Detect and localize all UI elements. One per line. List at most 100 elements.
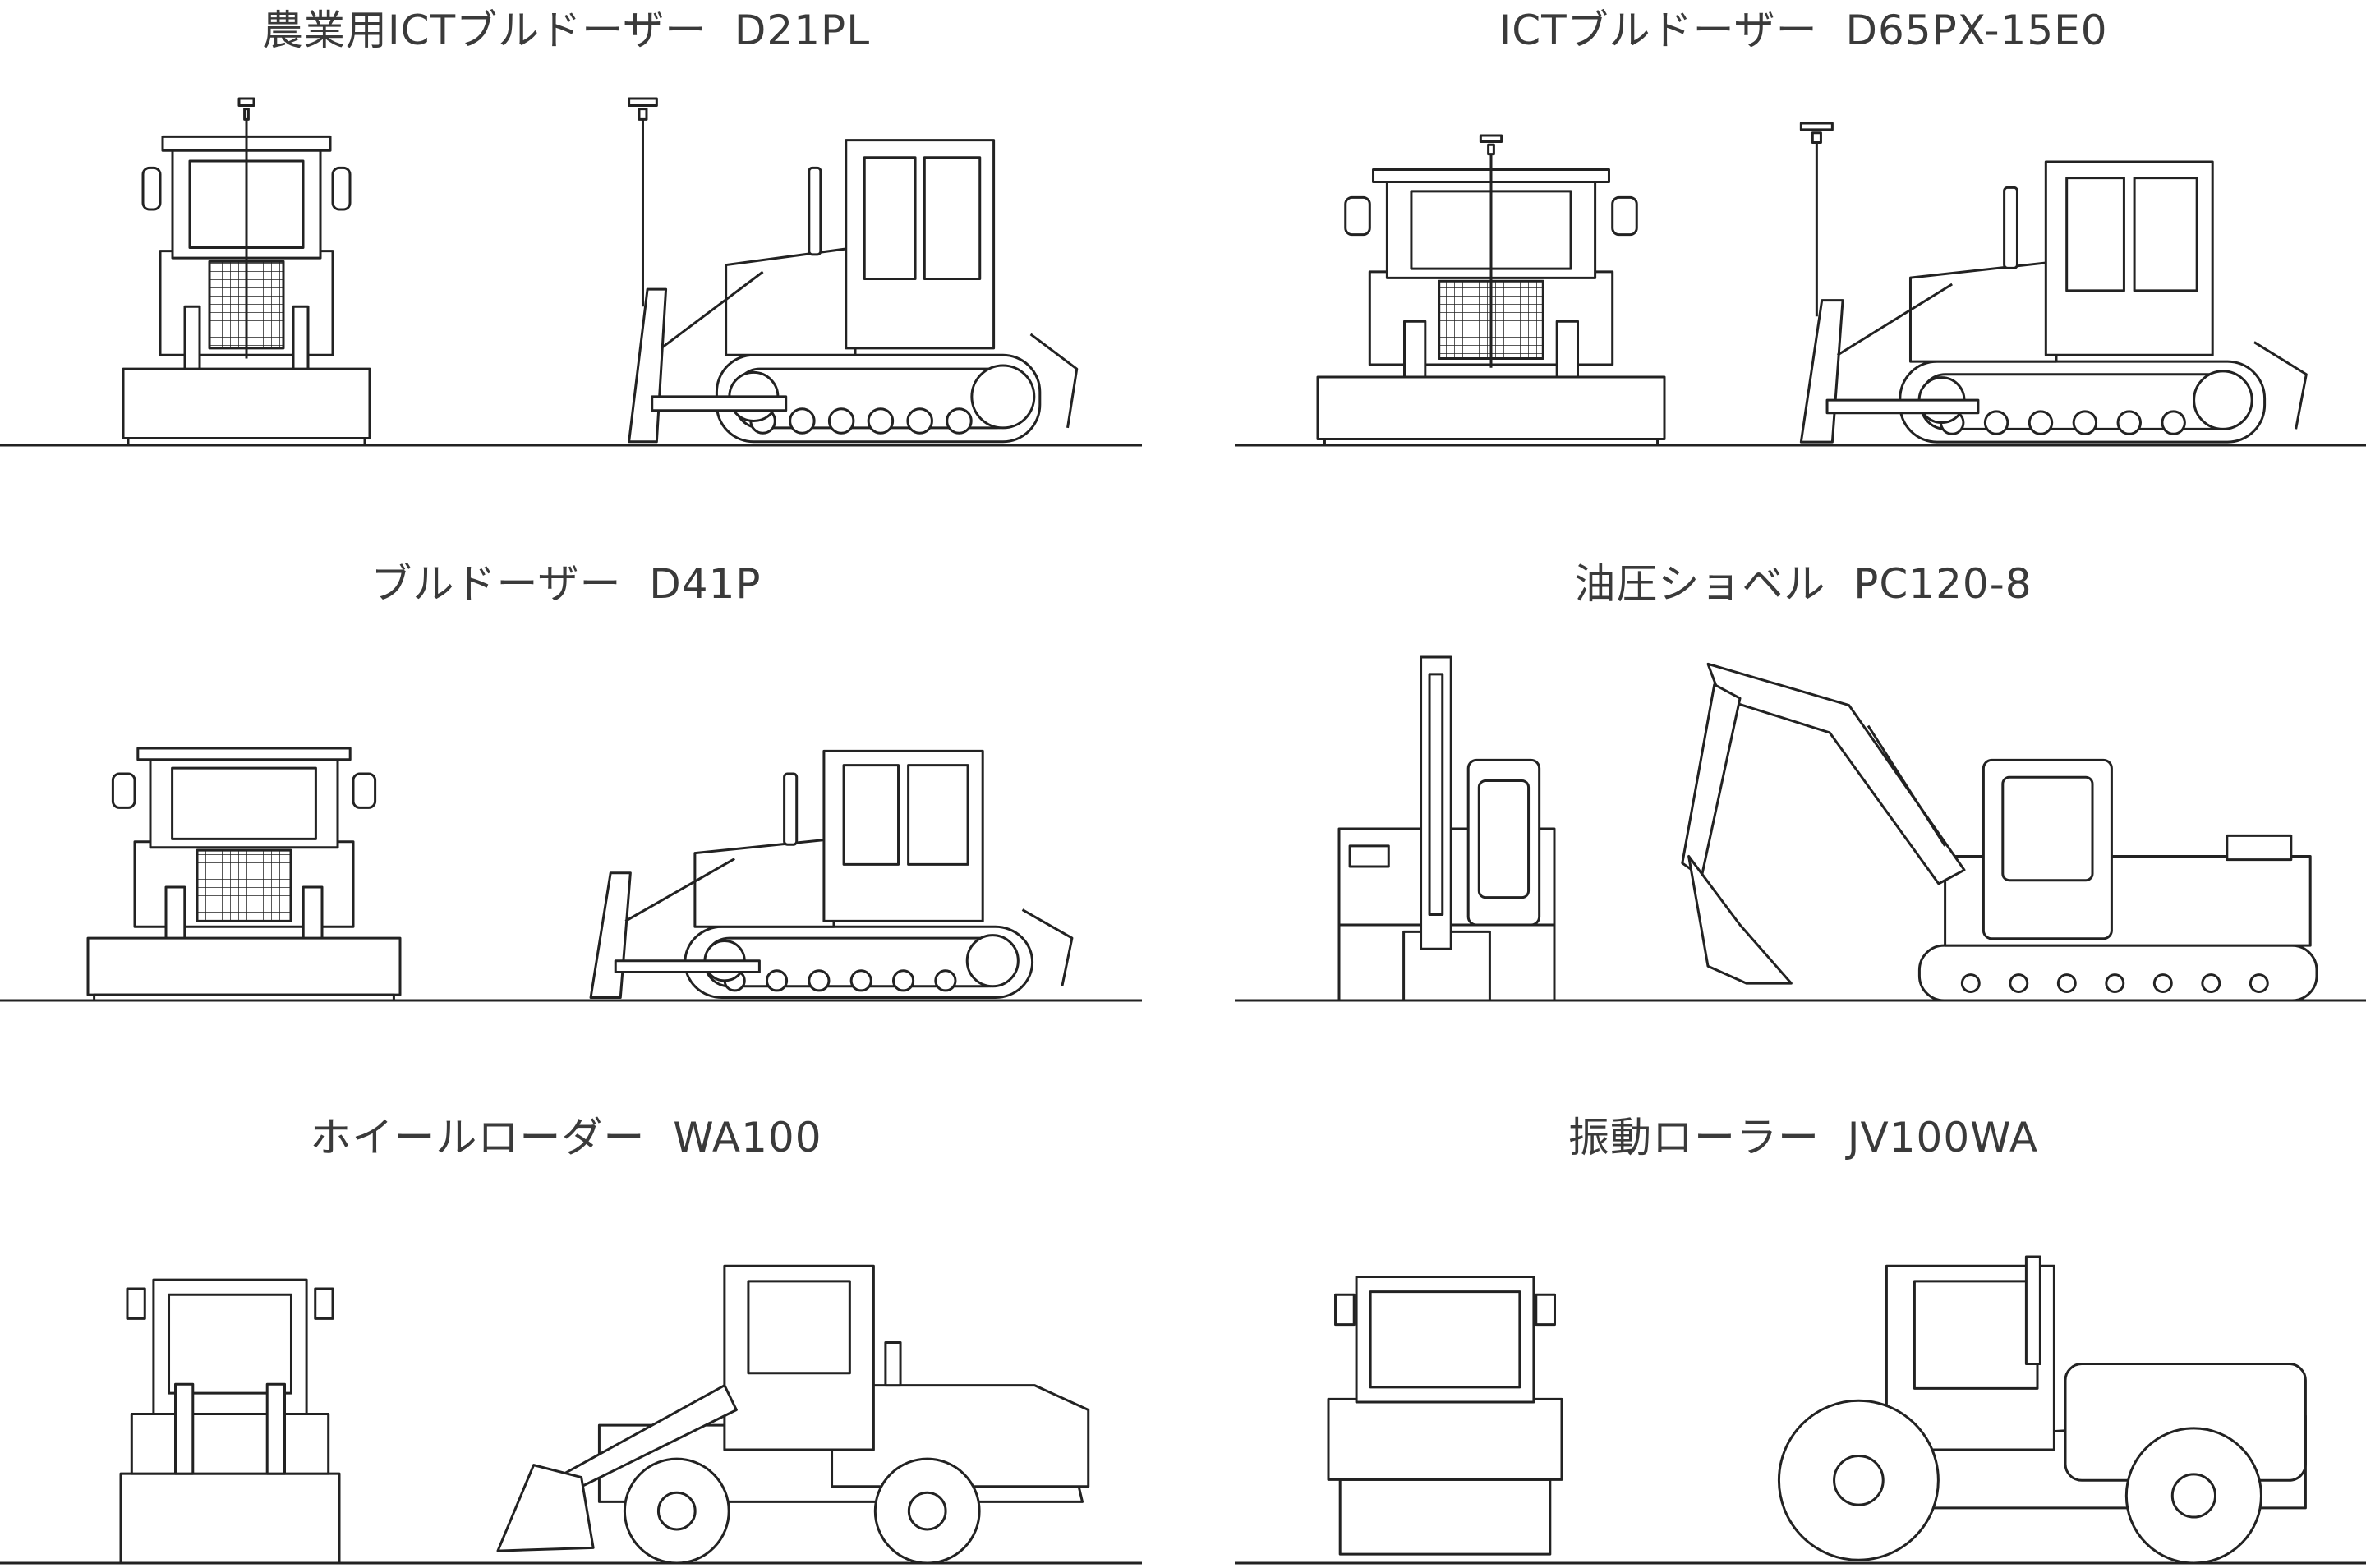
engine-cover	[2226, 834, 2293, 862]
radiator-grille	[196, 848, 292, 922]
cover-panel	[1348, 844, 1390, 868]
track-roller	[867, 407, 895, 435]
track-roller	[1960, 973, 1981, 994]
mirror-left	[1344, 195, 1371, 237]
d65px-side-view	[1799, 122, 2308, 444]
bucket	[496, 1464, 595, 1552]
track-roller	[808, 969, 831, 992]
track-roller	[2201, 973, 2221, 994]
sprocket	[970, 364, 1036, 430]
antenna-mount	[1487, 143, 1495, 156]
exhaust-stack	[2024, 1255, 2041, 1366]
mirror-right	[314, 1287, 334, 1320]
antenna-mount	[638, 108, 648, 121]
cab-window-side	[923, 156, 982, 280]
lift-arm-left	[174, 1382, 195, 1475]
bucket	[1687, 854, 1793, 985]
track-roller	[2249, 973, 2269, 994]
title-d21pl: 農業用ICTブルドーザー D21PL	[261, 7, 871, 54]
cab-window	[1477, 779, 1531, 899]
mirror-right	[1535, 1293, 1556, 1327]
gnss-antenna-icon	[628, 97, 658, 107]
d65px-front-view	[1316, 134, 1666, 447]
pc120-front-view	[1337, 655, 1556, 1002]
antenna-mount	[1811, 131, 1822, 145]
jv100wa-side-view	[1777, 1255, 2307, 1565]
push-arm	[1825, 398, 1980, 415]
engine-hood	[1908, 260, 2058, 363]
mirror-left	[1334, 1293, 1356, 1327]
cab-window-front	[863, 156, 917, 280]
title-wa100: ホイールローダー WA100	[310, 1114, 822, 1161]
cab-window-side	[907, 764, 969, 866]
front-frame	[130, 1413, 330, 1475]
track-roller	[934, 969, 957, 992]
track-roller	[2056, 973, 2077, 994]
lift-arm-right	[265, 1382, 287, 1475]
bucket	[119, 1472, 341, 1565]
exhaust-stack	[2003, 186, 2018, 269]
exhaust-stack	[783, 772, 799, 846]
frame	[1327, 1397, 1563, 1481]
title-jv100wa: 振動ローラー JV100WA	[1567, 1114, 2039, 1161]
gnss-antenna-icon	[237, 97, 255, 107]
arm	[1681, 683, 1742, 879]
antenna-mount	[243, 108, 250, 121]
track-roller	[2161, 410, 2186, 435]
pc120-side-view	[1681, 662, 2318, 1002]
cab-roof	[136, 747, 352, 761]
track-roller	[1983, 410, 2009, 435]
mirror-left	[111, 772, 136, 809]
engine-hood	[831, 1384, 1090, 1488]
blade	[86, 936, 402, 996]
jv100wa-front-view	[1327, 1276, 1563, 1556]
mirror-right	[331, 166, 352, 211]
cab-window	[171, 766, 317, 840]
blade	[122, 367, 371, 440]
gnss-antenna-icon	[1799, 122, 1834, 131]
blade	[1799, 299, 1844, 444]
track-roller	[2116, 410, 2142, 435]
d41p-side-view	[589, 749, 1074, 1000]
d21pl-side-view	[628, 97, 1079, 444]
ripper	[1021, 908, 1074, 987]
boom-cylinder	[1428, 673, 1444, 917]
track-roller	[891, 969, 915, 992]
wheel-hub	[656, 1491, 697, 1531]
sprocket	[2193, 370, 2253, 430]
blade-lift-cylinder	[661, 270, 764, 350]
blade-lift-cylinder	[1836, 283, 1953, 356]
track-roller	[765, 969, 789, 992]
track-roller	[2009, 973, 2029, 994]
blade	[589, 871, 632, 1000]
title-pc120: 油圧ショベル PC120-8	[1574, 560, 2032, 608]
push-arm	[651, 395, 788, 412]
track-roller	[946, 407, 973, 435]
wheel-hub	[907, 1491, 947, 1531]
mirror-left	[141, 166, 162, 211]
track-roller	[827, 407, 855, 435]
track-roller	[789, 407, 816, 435]
drum-hub	[1833, 1454, 1885, 1506]
cab-window	[747, 1280, 851, 1375]
track-roller	[2072, 410, 2098, 435]
blade	[1316, 375, 1666, 440]
track-roller	[2105, 973, 2125, 994]
cab-window	[1913, 1280, 2039, 1390]
wheel-hub	[2170, 1473, 2217, 1519]
exhaust-stack	[884, 1340, 902, 1387]
ripper	[2253, 341, 2308, 430]
engine-hood	[693, 837, 835, 928]
mirror-right	[1611, 195, 1638, 237]
drum	[1338, 1478, 1552, 1556]
track-roller	[906, 407, 933, 435]
mirror-right	[352, 772, 377, 809]
cab-window-front	[2065, 177, 2125, 292]
ripper	[1029, 333, 1079, 429]
wa100-side-view	[496, 1264, 1090, 1565]
track-roller	[2028, 410, 2054, 435]
boom	[1706, 662, 1966, 885]
cab-window-side	[2133, 177, 2198, 292]
track-roller	[849, 969, 872, 992]
